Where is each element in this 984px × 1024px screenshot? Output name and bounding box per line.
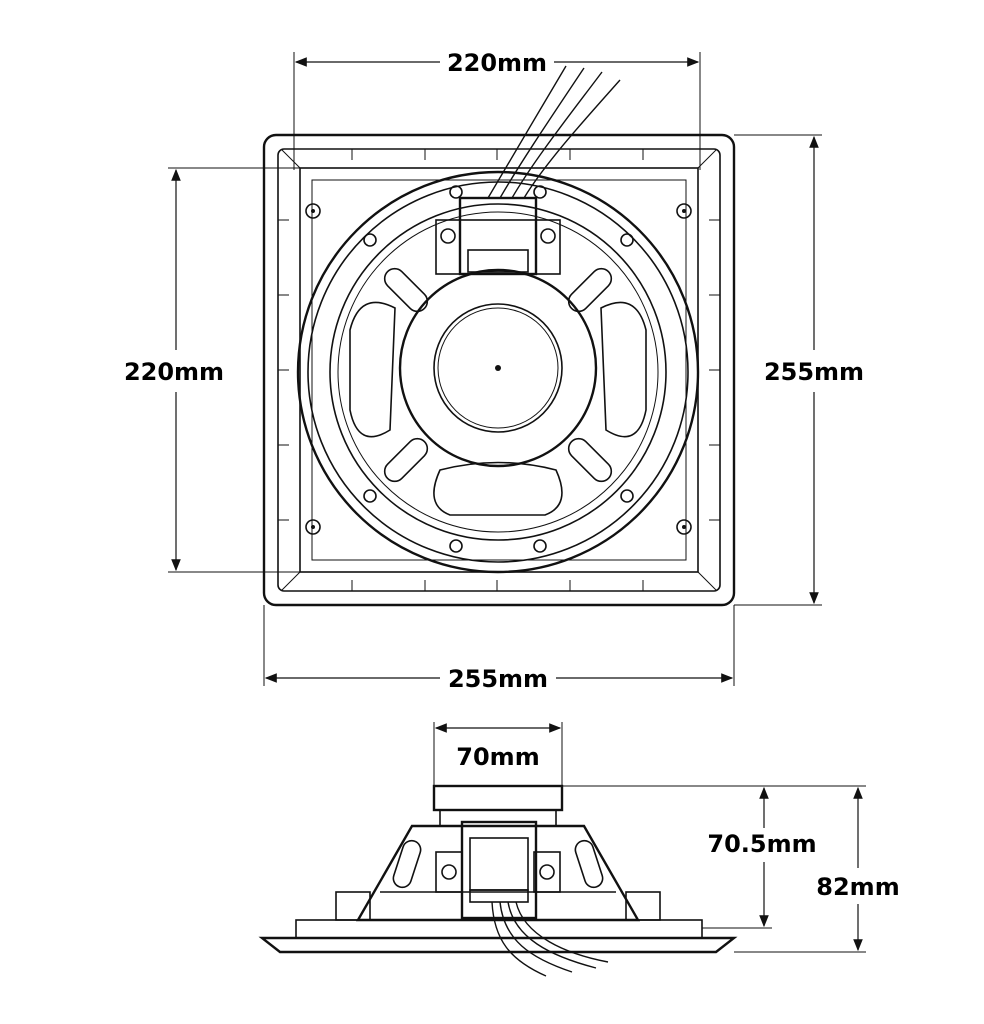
label-body-depth: 70.5mm bbox=[707, 830, 816, 858]
label-height-inner: 220mm bbox=[124, 358, 224, 386]
dim-width-outer: 255mm bbox=[263, 605, 735, 693]
top-view: 220mm 220mm 255mm 255mm bbox=[124, 49, 864, 693]
dim-height-inner: 220mm bbox=[124, 167, 300, 573]
label-width-outer: 255mm bbox=[448, 665, 548, 693]
terminal-block bbox=[435, 196, 561, 276]
lead-wires bbox=[487, 65, 621, 199]
label-magnet-width: 70mm bbox=[456, 743, 539, 771]
side-view: 70mm 70.5mm 82mm bbox=[258, 722, 900, 977]
dim-total-depth: 82mm bbox=[734, 786, 900, 953]
basket-screws bbox=[363, 185, 634, 553]
frame-ticks bbox=[278, 149, 720, 591]
label-width-inner: 220mm bbox=[447, 49, 547, 77]
side-terminal bbox=[460, 820, 538, 920]
dim-height-outer: 255mm bbox=[734, 134, 864, 606]
magnet-cap bbox=[433, 303, 563, 433]
front-bezel bbox=[258, 936, 738, 954]
side-magnet bbox=[432, 784, 564, 812]
dim-width-inner: 220mm bbox=[293, 49, 701, 170]
label-height-outer: 255mm bbox=[764, 358, 864, 386]
basket-outer-ring bbox=[296, 170, 700, 574]
basket-windows bbox=[349, 267, 647, 516]
corner-screws bbox=[305, 203, 692, 535]
side-basket bbox=[355, 824, 641, 922]
magnet-outer bbox=[398, 268, 598, 468]
side-wires bbox=[491, 901, 609, 977]
label-total-depth: 82mm bbox=[816, 873, 899, 901]
dim-body-depth: 70.5mm bbox=[562, 785, 866, 929]
outer-frame bbox=[262, 133, 736, 607]
dim-magnet-width: 70mm bbox=[433, 722, 563, 786]
